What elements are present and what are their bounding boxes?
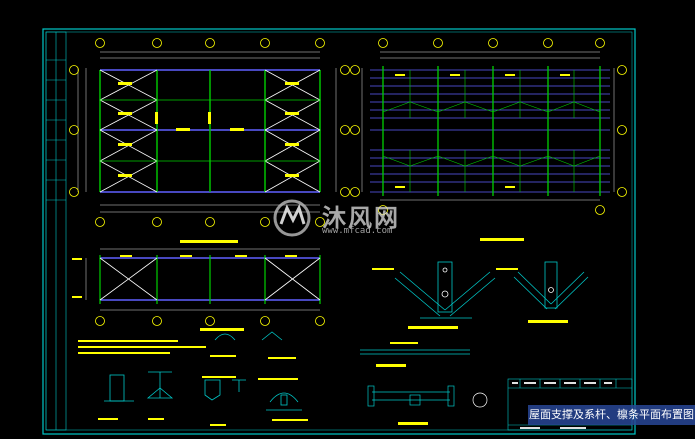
purlin-plan (350, 38, 627, 215)
watermark-brand: 沐风网 (322, 204, 400, 232)
watermark-url: www.mfcad.com (322, 226, 393, 236)
title-block-text (512, 382, 612, 429)
mf-logo-icon (273, 199, 311, 237)
tie-bar-detail (360, 349, 488, 408)
roof-bracing-plan (69, 38, 350, 227)
title-block (507, 378, 633, 431)
drawing-caption: 屋面支撑及系杆、檩条平面布置图 (528, 405, 695, 425)
node-detail-1 (394, 261, 496, 319)
plan-title-1 (180, 240, 238, 243)
wall-bracing-elevation (72, 248, 325, 331)
plan-title-2 (480, 238, 524, 241)
axis-bubbles-top (69, 38, 350, 227)
axis-bubbles-purlin (350, 38, 627, 215)
section-sketches (104, 331, 302, 411)
notes-block (78, 340, 296, 359)
node-detail-2 (513, 261, 589, 310)
section-labels (98, 376, 308, 426)
revision-column (45, 31, 67, 431)
